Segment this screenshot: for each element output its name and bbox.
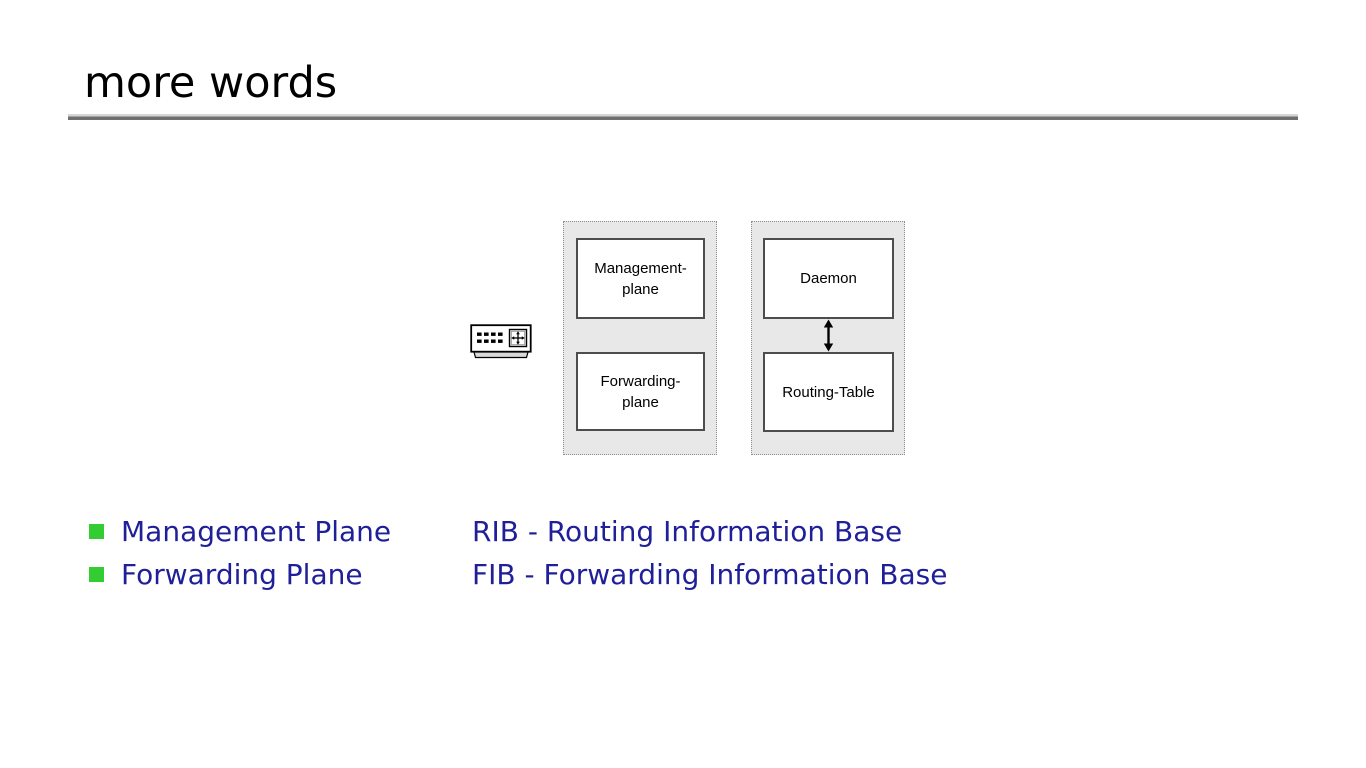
forwarding-plane-box-line2: plane (622, 393, 659, 411)
bullet-list: Management Plane Forwarding Plane (89, 510, 391, 596)
forwarding-plane-box-line1: Forwarding- (600, 372, 681, 390)
list-item: Forwarding Plane (89, 553, 391, 596)
daemon-panel: Daemon Routing-Table (751, 221, 905, 455)
planes-panel: Management- plane Forwarding- plane (563, 221, 717, 455)
management-plane-box-line1: Management- (594, 259, 687, 277)
bullet-label-management-plane: Management Plane (121, 515, 392, 548)
double-arrow-icon (823, 319, 834, 352)
daemon-box-label: Daemon (800, 270, 857, 287)
list-item: Management Plane (89, 510, 391, 553)
routing-table-box-label: Routing-Table (782, 383, 875, 401)
forwarding-plane-box: Forwarding- plane (576, 352, 705, 431)
title-underline-rule (68, 114, 1298, 120)
router-device-icon (470, 324, 532, 359)
routing-table-box: Routing-Table (763, 352, 894, 432)
bullet-label-forwarding-plane: Forwarding Plane (121, 558, 363, 591)
green-square-bullet-icon (89, 567, 104, 582)
management-plane-box: Management- plane (576, 238, 705, 319)
acronym-list: RIB - Routing Information Base FIB - For… (472, 510, 947, 596)
acronym-rib: RIB - Routing Information Base (472, 515, 903, 548)
page-title: more words (84, 58, 338, 108)
daemon-box: Daemon (763, 238, 894, 319)
management-plane-box-line2: plane (622, 280, 659, 298)
acronym-fib: FIB - Forwarding Information Base (472, 558, 948, 591)
green-square-bullet-icon (89, 524, 104, 539)
